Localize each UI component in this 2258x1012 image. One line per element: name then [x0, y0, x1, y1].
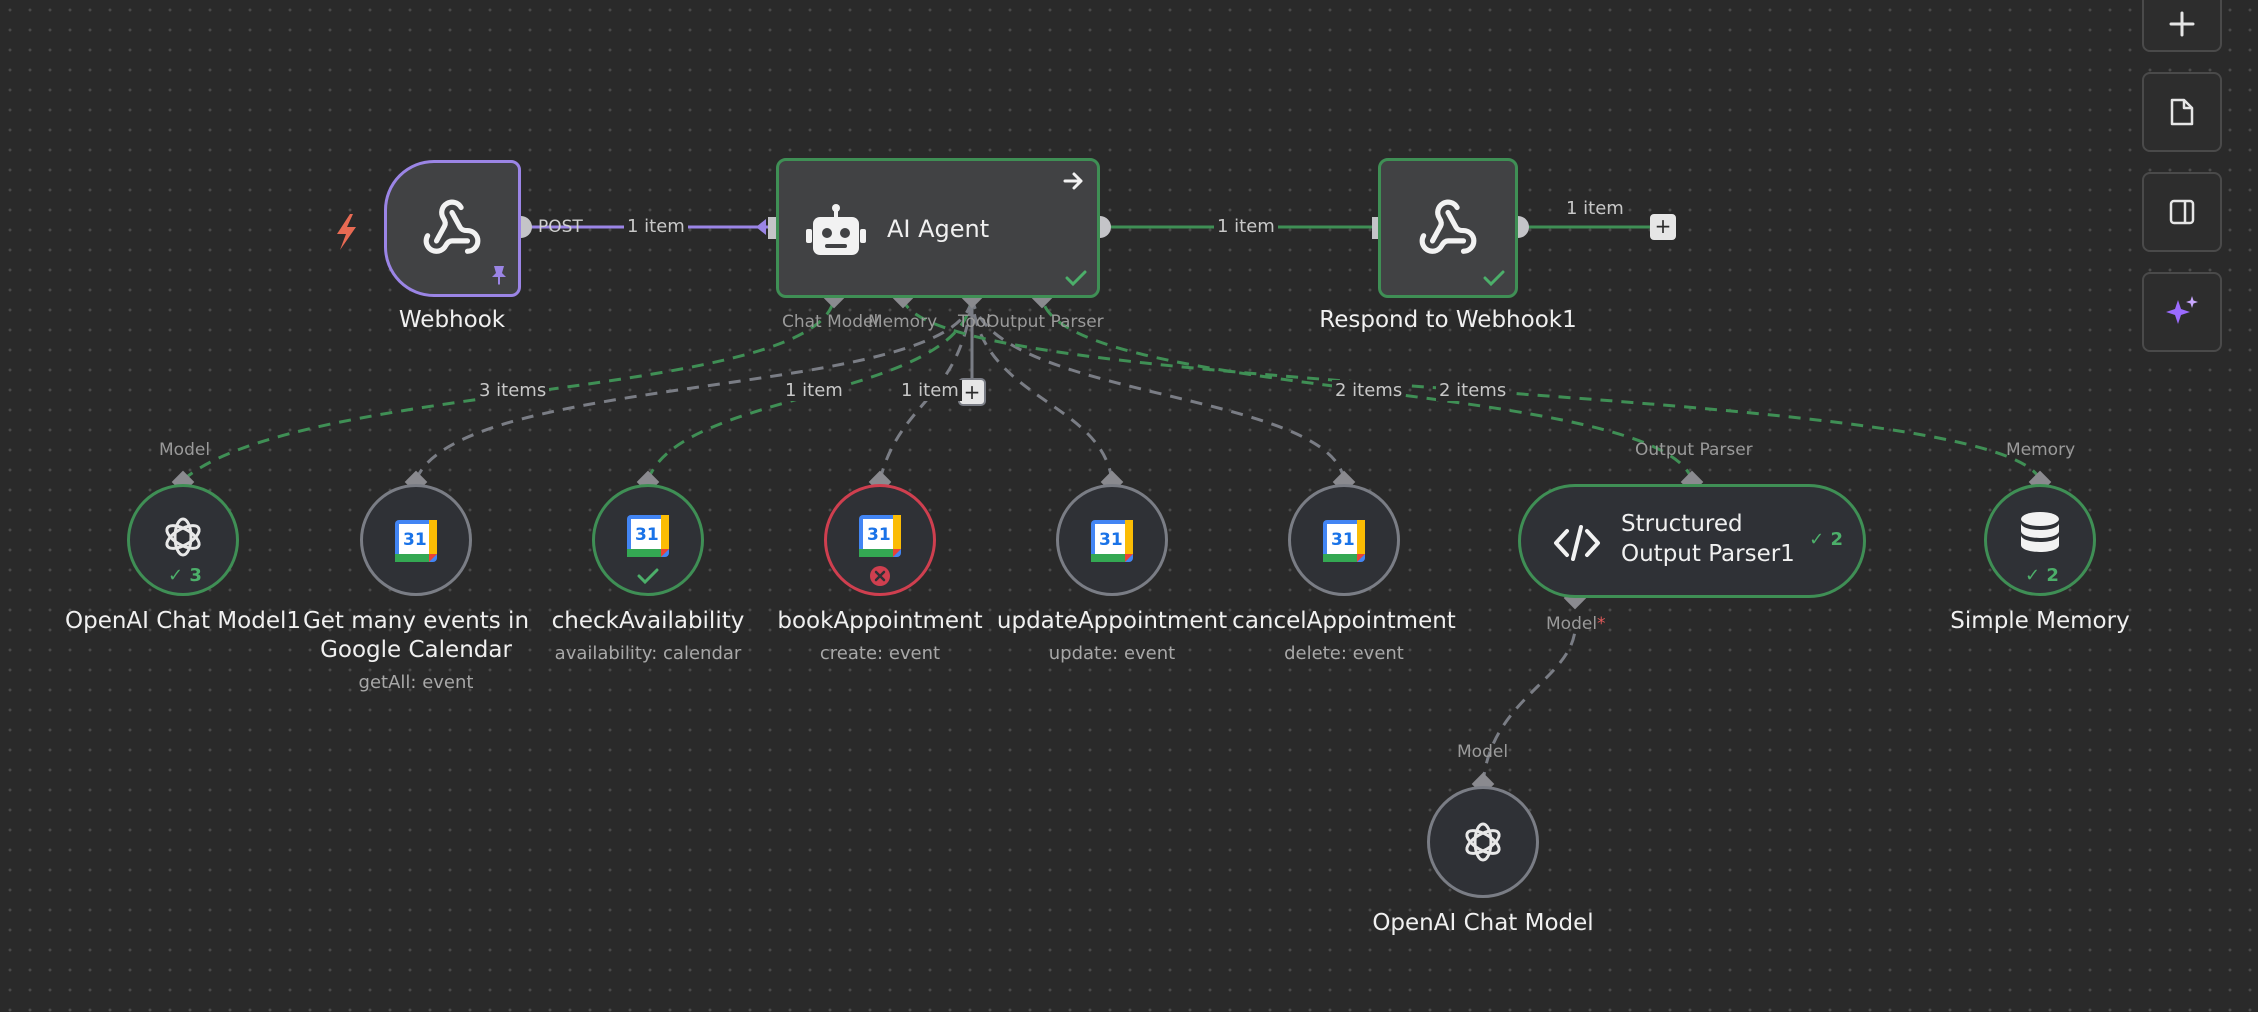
- edge-book-agent: [878, 297, 974, 481]
- openai1-title: OpenAI Chat Model1: [64, 608, 301, 634]
- calendar-day: 31: [403, 530, 427, 550]
- sticky-note-icon: [2170, 98, 2194, 126]
- get-many-events-node[interactable]: 31: [360, 484, 472, 596]
- calendar-day: 31: [1099, 530, 1123, 550]
- svg-text:+: +: [964, 380, 981, 404]
- plus-icon: [2169, 11, 2195, 37]
- openai1-port-label: Model: [159, 440, 211, 460]
- edge-model-parser: [1481, 629, 1577, 785]
- code-icon: [1554, 525, 1600, 561]
- sticky-note-button[interactable]: [2142, 72, 2222, 152]
- arrow-right-icon: [1063, 172, 1083, 190]
- check-icon: ✓: [168, 565, 184, 586]
- get-events-subtitle: getAll: event: [358, 672, 474, 693]
- parser-port-bottom-label: Model*: [1546, 614, 1606, 634]
- success-check-icon: [1483, 270, 1505, 287]
- edge-getevents-agent: [414, 297, 974, 481]
- ai-agent-title: AI Agent: [887, 215, 990, 243]
- edge-label-webhook-agent: 1 item: [624, 216, 688, 237]
- edge-label-check-item: 1 item: [782, 380, 846, 401]
- edge-update-agent: [970, 297, 1114, 481]
- parser-title-line2: Output Parser1: [1621, 541, 1795, 567]
- edge-label-tool-item: 1 item: [898, 380, 962, 401]
- webhook-icon: [423, 199, 481, 254]
- get-events-title-line1: Get many events in: [302, 608, 530, 634]
- sparkles-icon: [2166, 296, 2198, 324]
- check-subtitle: availability: calendar: [554, 643, 742, 664]
- webhook-icon: [1419, 199, 1477, 254]
- google-calendar-icon: 31: [1323, 520, 1365, 562]
- cancel-title: cancelAppointment: [1232, 608, 1456, 634]
- openai-chat-model-node[interactable]: [1427, 786, 1539, 898]
- respond-to-webhook-node[interactable]: [1378, 158, 1518, 298]
- agent-port-label-chat-model: Chat Model: [782, 312, 879, 332]
- trigger-bolt-icon: [337, 214, 356, 250]
- check-icon: ✓: [1809, 529, 1825, 550]
- cancel-appointment-node[interactable]: 31: [1288, 484, 1400, 596]
- update-title: updateAppointment: [996, 608, 1228, 634]
- openai2-title: OpenAI Chat Model: [1372, 910, 1594, 936]
- openai1-badge: ✓ 3: [168, 565, 202, 586]
- edge-label-model-items: 3 items: [476, 380, 550, 401]
- cancel-subtitle: delete: event: [1284, 643, 1404, 664]
- calendar-day: 31: [635, 525, 659, 545]
- edge-label-agent-respond: 1 item: [1214, 216, 1278, 237]
- google-calendar-icon: 31: [1091, 520, 1133, 562]
- book-subtitle: create: event: [819, 643, 941, 664]
- openai2-port-label: Model: [1457, 742, 1509, 762]
- update-subtitle: update: event: [1048, 643, 1176, 664]
- book-appointment-node[interactable]: 31: [824, 484, 936, 596]
- ai-assistant-button[interactable]: [2142, 272, 2222, 352]
- agent-port-label-memory: Memory: [868, 312, 938, 332]
- svg-text:+: +: [1655, 214, 1672, 238]
- pin-icon: [492, 266, 506, 285]
- edge-label-memory-items: 2 items: [1332, 380, 1406, 401]
- edge-label-respond-out: 1 item: [1566, 198, 1624, 219]
- agent-port-label-output-parser: Output Parser: [986, 312, 1104, 332]
- openai-icon: [165, 517, 201, 557]
- parser-badge: ✓ 2: [1809, 529, 1843, 550]
- add-node-button[interactable]: [2142, 0, 2222, 52]
- respond-add-node-port: [1650, 214, 1676, 240]
- webhook-output-label: POST: [538, 217, 583, 237]
- webhook-title: Webhook: [398, 307, 506, 333]
- update-appointment-node[interactable]: 31: [1056, 484, 1168, 596]
- memory-badge: ✓ 2: [2025, 565, 2059, 586]
- ai-agent-node[interactable]: AI Agent: [776, 158, 1100, 298]
- edge-parser-agent: [1040, 297, 1694, 481]
- calendar-day: 31: [867, 525, 891, 545]
- memory-port-label: Memory: [2006, 440, 2076, 460]
- success-check-icon: [637, 568, 659, 585]
- simple-memory-node[interactable]: ✓ 2: [1984, 484, 2096, 596]
- respond-title: Respond to Webhook1: [1319, 307, 1577, 333]
- check-availability-node[interactable]: 31: [592, 484, 704, 596]
- edge-cancel-agent: [970, 297, 1346, 481]
- parser-port-top-label: Output Parser: [1635, 440, 1753, 460]
- calendar-day: 31: [1331, 530, 1355, 550]
- memory-title: Simple Memory: [1950, 608, 2130, 634]
- book-title: bookAppointment: [777, 608, 983, 634]
- check-title: checkAvailability: [551, 608, 745, 634]
- success-check-icon: [1065, 270, 1087, 287]
- robot-icon: [806, 204, 866, 255]
- google-calendar-icon: 31: [627, 515, 669, 557]
- openai-icon: [1465, 822, 1501, 862]
- webhook-node[interactable]: [384, 160, 521, 297]
- google-calendar-icon: 31: [859, 515, 901, 557]
- structured-output-parser-node[interactable]: Structured Output Parser1 ✓ 2: [1518, 484, 1866, 598]
- toggle-panel-button[interactable]: [2142, 172, 2222, 252]
- get-events-title-line2: Google Calendar: [320, 637, 512, 663]
- sidebar-panel-icon: [2169, 199, 2195, 225]
- google-calendar-icon: 31: [395, 520, 437, 562]
- openai-chat-model1-node[interactable]: ✓ 3: [127, 484, 239, 596]
- edge-label-parser-items: 2 items: [1436, 380, 1510, 401]
- check-icon: ✓: [2025, 565, 2041, 586]
- error-icon: [870, 566, 890, 586]
- agent-port-label-tool: Tool: [958, 312, 992, 332]
- database-icon: [2021, 512, 2059, 552]
- parser-title-line1: Structured: [1621, 511, 1743, 537]
